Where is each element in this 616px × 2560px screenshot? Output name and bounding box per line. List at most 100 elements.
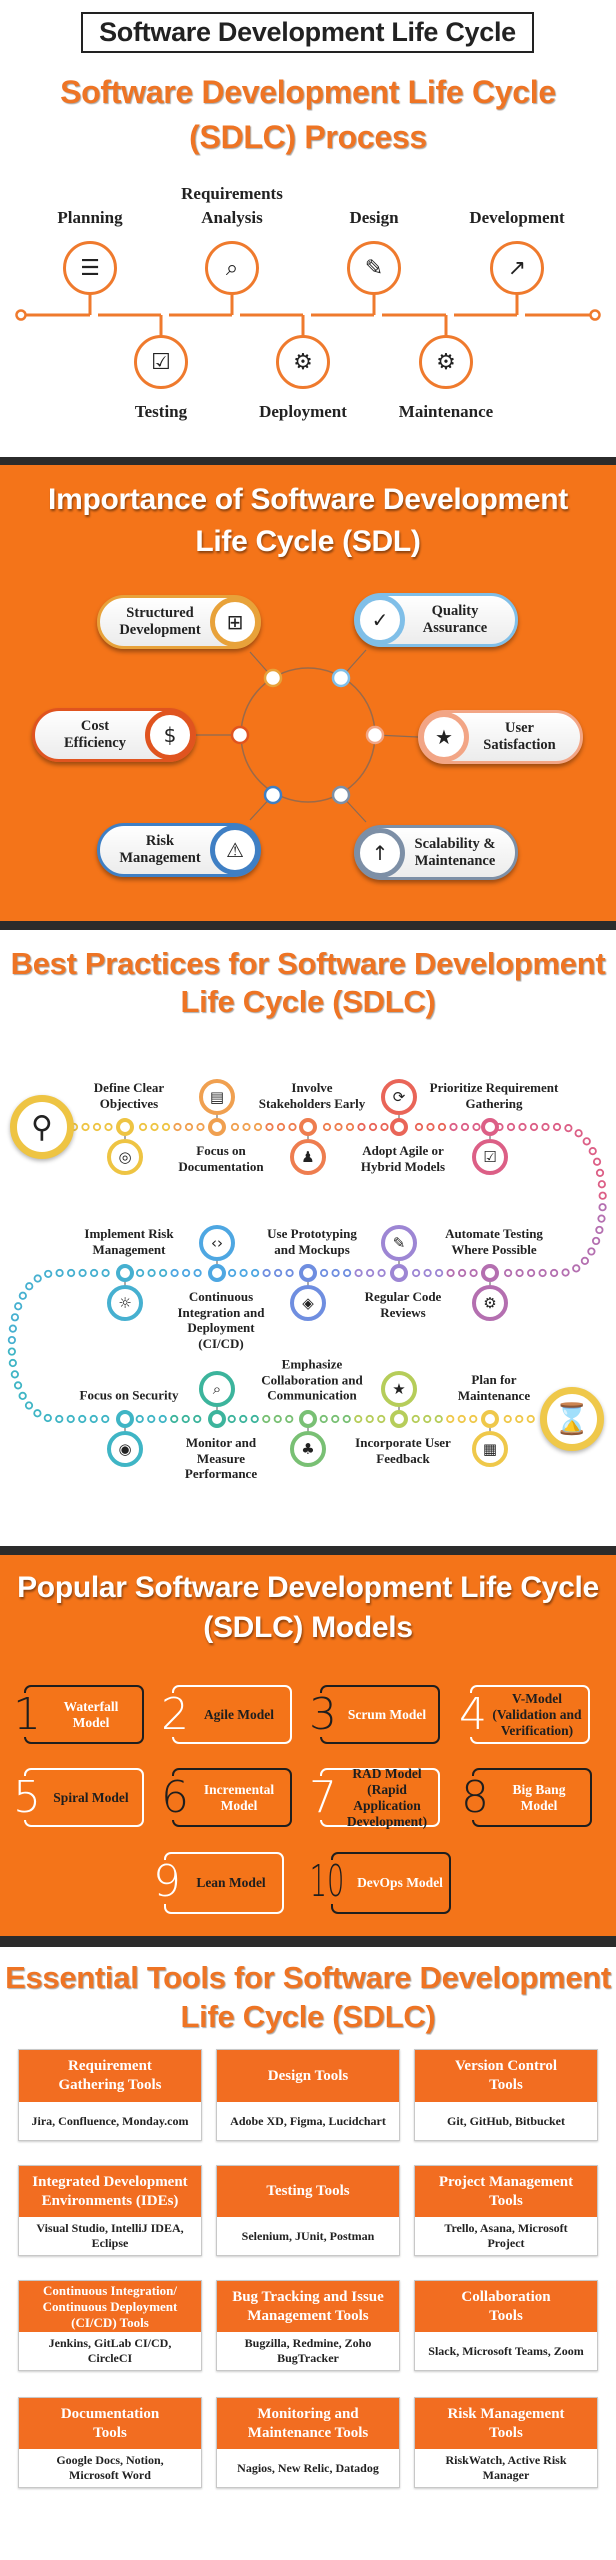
path-dot xyxy=(92,1122,102,1132)
tool-list: Google Docs, Notion, Microsoft Word xyxy=(19,2449,201,2487)
path-dot xyxy=(469,1268,478,1278)
path-dot xyxy=(561,1268,570,1277)
path-dot xyxy=(472,1122,481,1132)
path-dot xyxy=(193,1414,202,1424)
path-dot xyxy=(14,1302,23,1311)
tool-list: Selenium, JUnit, Postman xyxy=(217,2217,399,2255)
hub-dot xyxy=(365,725,385,745)
path-node xyxy=(208,1118,226,1136)
warning-hand-icon: ⚠ xyxy=(210,825,260,875)
path-dot xyxy=(437,1122,447,1132)
model-number: 10 xyxy=(309,1856,345,1907)
path-dot xyxy=(564,1124,573,1133)
path-dot xyxy=(228,1268,237,1278)
practice-label: Define Clear Objectives xyxy=(93,1080,165,1111)
path-dot xyxy=(426,1122,435,1132)
path-node xyxy=(390,1264,408,1282)
path-dot xyxy=(265,1122,274,1132)
step-label: Deployment xyxy=(259,402,347,421)
section-divider xyxy=(0,1936,616,1947)
best-practices-heading: Best Practices for Software Development … xyxy=(10,946,606,1019)
path-dot xyxy=(7,1335,16,1345)
path-dot xyxy=(55,1414,64,1424)
path-dot xyxy=(90,1268,99,1278)
path-dot xyxy=(414,1122,424,1132)
path-dot xyxy=(18,1391,27,1401)
path-dot xyxy=(227,1414,236,1424)
path-dot xyxy=(161,1122,171,1132)
process-timeline xyxy=(15,294,601,336)
path-dot xyxy=(552,1122,562,1132)
model-card: RAD Model (Rapid Application Development… xyxy=(320,1766,440,1829)
path-dot xyxy=(334,1122,343,1132)
path-node xyxy=(116,1264,134,1282)
practice-label: Involve Stakeholders Early xyxy=(258,1080,366,1111)
path-dot xyxy=(446,1414,455,1424)
clipboard-icon: ☑ xyxy=(472,1139,508,1175)
location-pin-icon: ⚲ xyxy=(10,1095,74,1159)
step-label: Planning xyxy=(57,208,123,227)
tool-category: Project Management Tools xyxy=(415,2166,597,2217)
model-number: 9 xyxy=(152,1856,182,1907)
practice-label: Focus on Documentation xyxy=(178,1143,264,1174)
path-dot xyxy=(423,1268,432,1278)
tool-list: Adobe XD, Figma, Lucidchart xyxy=(217,2102,399,2140)
path-dot xyxy=(81,1122,90,1132)
path-dot xyxy=(366,1268,375,1278)
target-icon: ◎ xyxy=(107,1139,143,1175)
path-dot xyxy=(469,1414,478,1424)
path-dot xyxy=(322,1122,332,1132)
path-dot xyxy=(33,1409,42,1418)
path-dot xyxy=(343,1268,352,1278)
importance-item: User Satisfaction★ xyxy=(418,710,583,764)
path-dot xyxy=(104,1122,113,1132)
section-divider xyxy=(0,457,616,465)
importance-item: Scalability & Maintenance↑ xyxy=(354,825,518,880)
sdlc-process-section: Software Development Life Cycle Software… xyxy=(0,0,616,457)
path-node xyxy=(481,1410,499,1428)
path-dot xyxy=(242,1122,251,1132)
path-dot xyxy=(101,1268,110,1278)
performance-search-icon: ⌕ xyxy=(199,1371,235,1407)
importance-label: Risk Management xyxy=(119,833,201,866)
path-dot xyxy=(595,1168,605,1177)
path-dot xyxy=(412,1268,421,1278)
path-dot xyxy=(354,1268,363,1278)
path-node xyxy=(299,1118,317,1136)
path-node xyxy=(299,1410,317,1428)
tool-category: Testing Tools xyxy=(217,2166,399,2217)
path-dot xyxy=(158,1414,167,1424)
path-dot xyxy=(101,1414,110,1424)
practice-label: Focus on Security xyxy=(79,1387,179,1403)
model-card: DevOps Model xyxy=(331,1852,451,1914)
clipboard-gear-icon: ✓ xyxy=(355,595,405,645)
path-dot xyxy=(25,1282,34,1291)
tool-category: Monitoring and Maintenance Tools xyxy=(217,2398,399,2449)
calendar-tools-icon: ▦ xyxy=(472,1431,508,1467)
path-dot xyxy=(24,1401,34,1410)
agile-cycle-icon: ⟳ xyxy=(381,1079,417,1115)
path-node xyxy=(481,1118,499,1136)
practice-label: Regular Code Reviews xyxy=(364,1289,442,1320)
path-dot xyxy=(331,1268,340,1278)
path-dot xyxy=(460,1122,470,1132)
practice-label: Automate Testing Where Possible xyxy=(445,1226,543,1257)
practice-label: Continuous Integration and Deployment (C… xyxy=(177,1289,265,1351)
practice-label: Emphasize Collaboration and Communicatio… xyxy=(261,1356,363,1403)
path-dot xyxy=(55,1268,64,1278)
checklist-icon: ☑ xyxy=(134,335,188,389)
path-dot xyxy=(380,1122,389,1132)
practice-label: Monitor and Measure Performance xyxy=(184,1435,258,1481)
path-dot xyxy=(504,1268,513,1278)
path-dot xyxy=(262,1414,271,1424)
path-dot xyxy=(368,1122,378,1132)
timeline-start-dot xyxy=(15,309,27,321)
path-dot xyxy=(7,1347,16,1356)
path-dot xyxy=(506,1122,516,1132)
hub-dot xyxy=(230,725,250,745)
plan-document-icon: ☰ xyxy=(63,241,117,295)
hub-ring xyxy=(240,667,376,803)
